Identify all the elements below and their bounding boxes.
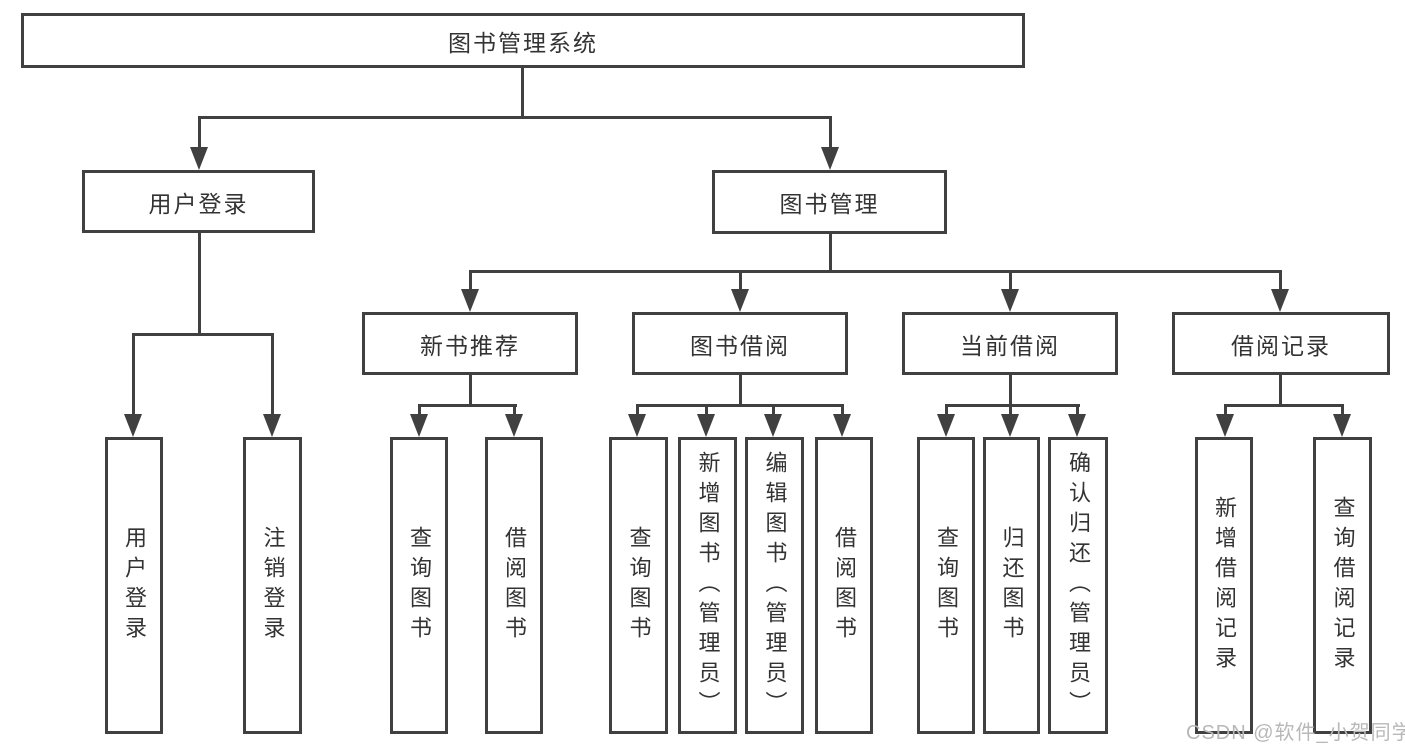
connector-vline (1279, 270, 1282, 292)
arrowhead-down-icon (124, 414, 142, 437)
connector-vline (829, 233, 832, 273)
connector-vline (772, 404, 775, 417)
leaf-query-book-1-label: 查询图书 (407, 525, 432, 646)
connector-vline (739, 270, 742, 292)
arrowhead-down-icon (833, 414, 851, 437)
connector-vline (829, 116, 832, 149)
node-borrow-record: 借阅记录 (1172, 312, 1390, 375)
connector-vline (1009, 404, 1012, 417)
leaf-borrow-book-2-label: 借阅图书 (832, 525, 857, 646)
node-book-borrow: 图书借阅 (632, 312, 848, 375)
connector-vline (739, 375, 742, 407)
connector-hline (1224, 404, 1344, 407)
leaf-query-borrow-record: 查询借阅记录 (1313, 437, 1372, 734)
connector-vline (469, 270, 472, 292)
leaf-user-login-label: 用户登录 (122, 525, 147, 646)
connector-hline (636, 404, 844, 407)
connector-hline (418, 404, 517, 407)
arrowhead-down-icon (1271, 289, 1289, 312)
connector-vline (1341, 404, 1344, 417)
connector-vline (418, 404, 421, 417)
connector-vline (1009, 375, 1012, 407)
connector-vline (271, 333, 274, 416)
connector-vline (945, 404, 948, 417)
leaf-borrow-book-1: 借阅图书 (485, 437, 543, 734)
leaf-confirm-return-admin-label: 确认归还（管理员） (1066, 450, 1091, 721)
node-new-book-recommend-label: 新书推荐 (420, 332, 520, 359)
arrowhead-down-icon (505, 414, 523, 437)
connector-vline (198, 232, 201, 336)
leaf-add-book-admin: 新增图书（管理员） (678, 437, 737, 734)
leaf-confirm-return-admin: 确认归还（管理员） (1048, 437, 1108, 734)
arrowhead-down-icon (731, 289, 749, 312)
node-root-label: 图书管理系统 (448, 29, 598, 56)
leaf-return-book-label: 归还图书 (999, 525, 1025, 646)
leaf-edit-book-admin: 编辑图书（管理员） (745, 437, 804, 734)
leaf-query-book-3-label: 查询图书 (934, 525, 959, 646)
node-book-management-label: 图书管理 (779, 191, 880, 217)
connector-hline (132, 333, 274, 336)
connector-vline (841, 404, 844, 417)
leaf-query-book-2-label: 查询图书 (626, 525, 652, 646)
node-borrow-record-label: 借阅记录 (1231, 332, 1331, 359)
connector-vline (521, 68, 524, 119)
leaf-query-book-3: 查询图书 (917, 437, 975, 734)
leaf-add-borrow-record: 新增借阅记录 (1195, 437, 1253, 734)
leaf-query-borrow-record-label: 查询借阅记录 (1330, 495, 1356, 676)
connector-hline (198, 116, 832, 119)
leaf-query-book-2: 查询图书 (609, 437, 668, 734)
connector-hline (945, 404, 1080, 407)
node-book-management: 图书管理 (712, 170, 947, 234)
node-user-login-label: 用户登录 (148, 190, 249, 217)
connector-vline (1224, 404, 1227, 417)
connector-vline (469, 375, 472, 407)
leaf-logout-label: 注销登录 (260, 525, 286, 646)
leaf-borrow-book-1-label: 借阅图书 (502, 525, 527, 646)
connector-vline (198, 116, 201, 149)
connector-vline (1279, 375, 1282, 407)
connector-vline (1009, 270, 1012, 292)
leaf-return-book: 归还图书 (983, 437, 1040, 734)
connector-vline (636, 404, 639, 417)
node-user-login: 用户登录 (82, 170, 315, 233)
node-current-borrow: 当前借阅 (902, 312, 1118, 375)
connector-vline (513, 404, 516, 417)
arrowhead-down-icon (628, 414, 646, 437)
arrowhead-down-icon (1068, 414, 1086, 437)
arrowhead-down-icon (1216, 414, 1234, 437)
node-new-book-recommend: 新书推荐 (362, 312, 578, 375)
leaf-logout: 注销登录 (243, 437, 302, 734)
arrowhead-down-icon (1001, 289, 1019, 312)
leaf-add-book-admin-label: 新增图书（管理员） (695, 450, 721, 721)
arrowhead-down-icon (190, 147, 208, 170)
leaf-query-book-1: 查询图书 (390, 437, 448, 734)
arrowhead-down-icon (764, 414, 782, 437)
arrowhead-down-icon (1001, 414, 1019, 437)
connector-vline (1076, 404, 1079, 417)
node-root: 图书管理系统 (21, 13, 1025, 68)
arrowhead-down-icon (821, 147, 839, 170)
connector-vline (132, 333, 135, 416)
arrowhead-down-icon (1333, 414, 1351, 437)
leaf-user-login: 用户登录 (105, 437, 163, 734)
leaf-add-borrow-record-label: 新增借阅记录 (1212, 495, 1237, 676)
arrowhead-down-icon (461, 289, 479, 312)
connector-hline (469, 270, 1282, 273)
node-current-borrow-label: 当前借阅 (960, 332, 1060, 359)
arrowhead-down-icon (697, 414, 715, 437)
csdn-watermark: CSDN @软件_小贺同学 (1186, 722, 1405, 744)
node-book-borrow-label: 图书借阅 (690, 332, 790, 359)
connector-vline (705, 404, 708, 417)
arrowhead-down-icon (263, 414, 281, 437)
arrowhead-down-icon (410, 414, 428, 437)
arrowhead-down-icon (937, 414, 955, 437)
leaf-borrow-book-2: 借阅图书 (815, 437, 873, 734)
leaf-edit-book-admin-label: 编辑图书（管理员） (762, 450, 788, 721)
